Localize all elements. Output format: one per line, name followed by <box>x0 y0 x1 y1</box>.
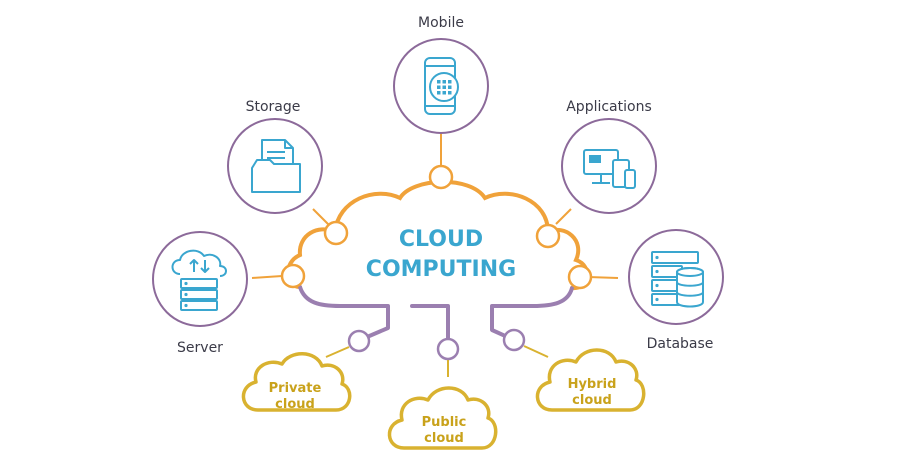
hybrid-cloud: Hybrid cloud <box>535 348 646 412</box>
folder-icon <box>251 139 301 193</box>
private-cloud-label-line-2: cloud <box>275 397 315 412</box>
public-cloud-label-line-2: cloud <box>424 431 464 446</box>
server-label: Server <box>177 340 223 356</box>
connector-dots <box>280 164 593 361</box>
public-cloud-label-line-1: Public <box>422 415 467 430</box>
server-icon <box>171 249 227 311</box>
cloud-branches <box>298 285 574 342</box>
diagram-title-line-1: CLOUD <box>399 227 483 252</box>
mobile-label: Mobile <box>418 15 464 31</box>
private-cloud: Private cloud <box>241 352 352 412</box>
hybrid-cloud-label-line-1: Hybrid <box>568 377 617 392</box>
server-node: Server <box>152 231 248 356</box>
storage-label: Storage <box>246 99 301 115</box>
mobile-node: Mobile <box>393 15 489 134</box>
database-label: Database <box>647 336 714 352</box>
applications-label: Applications <box>566 99 652 115</box>
lower-cloud-connectors <box>325 345 549 377</box>
database-icon <box>651 251 704 308</box>
icon-connectors <box>251 133 619 279</box>
public-cloud: Public cloud <box>387 386 498 450</box>
desktop-devices-icon <box>583 149 636 189</box>
hybrid-cloud-label-line-2: cloud <box>572 393 612 408</box>
private-cloud-label-line-1: Private <box>269 381 322 396</box>
applications-node: Applications <box>561 99 657 214</box>
mobile-phone-icon <box>424 57 459 115</box>
storage-node: Storage <box>227 99 323 214</box>
database-node: Database <box>628 229 724 352</box>
diagram-title-line-2: COMPUTING <box>366 257 516 282</box>
